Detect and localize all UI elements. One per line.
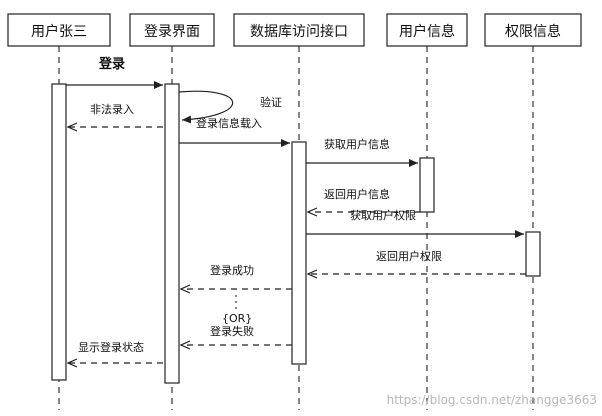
actor-userinfo-label: 用户信息 — [399, 23, 455, 40]
msg-get-perm-label: 获取用户权限 — [350, 208, 416, 222]
msg-get-user-label: 获取用户信息 — [324, 137, 390, 151]
activation-userinfo — [419, 157, 435, 213]
activation-db — [291, 141, 307, 365]
actor-db: 数据库访问接口 — [233, 13, 365, 47]
actor-login-label: 登录界面 — [144, 24, 200, 40]
activation-perm — [525, 231, 541, 277]
msg-verify-label: 验证 — [260, 95, 282, 109]
msg-verify-loop — [178, 90, 234, 124]
actor-user: 用户张三 — [7, 13, 111, 47]
login-action-label: 登录 — [98, 56, 125, 72]
msg-show-status-label: 显示登录状态 — [78, 340, 144, 354]
actor-userinfo: 用户信息 — [386, 13, 468, 47]
watermark: https://blog.csdn.net/zhangge3663 — [387, 393, 597, 407]
actor-user-label: 用户张三 — [31, 23, 87, 40]
activation-user — [51, 83, 67, 381]
actor-login: 登录界面 — [129, 13, 215, 47]
msg-illegal-label: 非法录入 — [90, 102, 134, 116]
actor-db-label: 数据库访问接口 — [250, 23, 348, 40]
msg-login-fail-label: 登录失败 — [210, 324, 254, 338]
or-label: {OR} — [222, 312, 252, 325]
actor-perm-label: 权限信息 — [505, 23, 561, 40]
actor-perm: 权限信息 — [484, 13, 582, 47]
activation-login — [164, 83, 180, 384]
msg-load-label: 登录信息载入 — [196, 116, 262, 130]
msg-return-perm-label: 返回用户权限 — [376, 249, 442, 263]
msg-return-user-label: 返回用户信息 — [324, 187, 390, 201]
msg-login-success-label: 登录成功 — [210, 263, 254, 277]
